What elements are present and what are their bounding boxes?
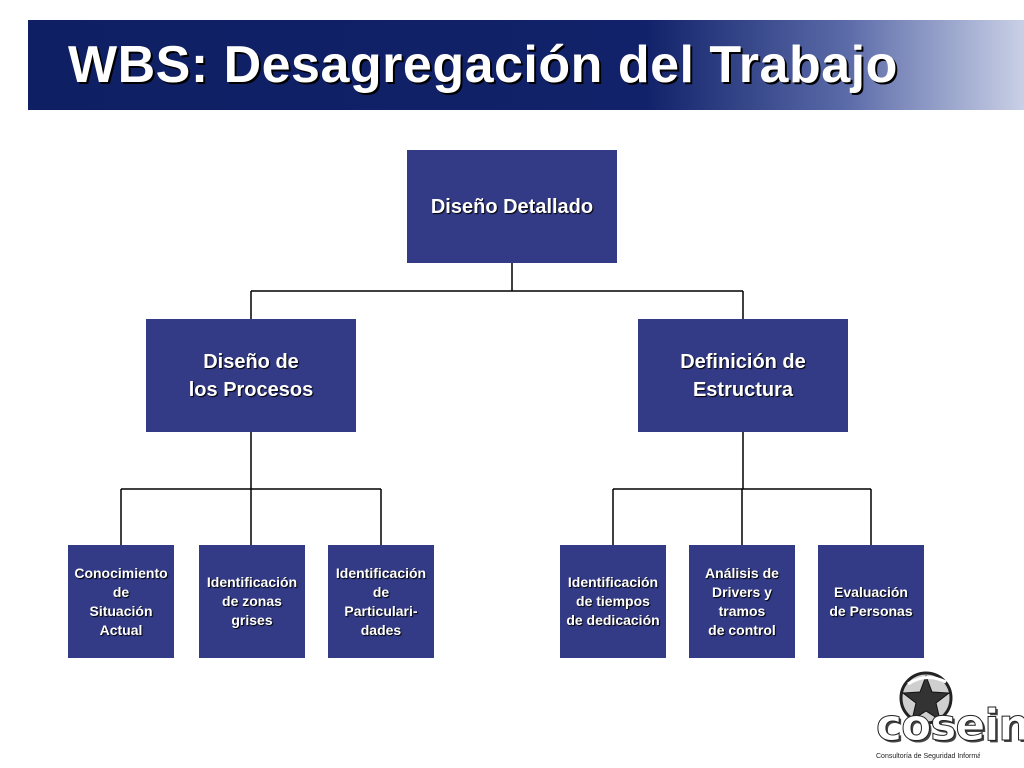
node-conocimiento-situacion: Conocimiento de Situación Actual: [68, 545, 174, 658]
node-analisis-drivers: Análisis de Drivers y tramos de control: [689, 545, 795, 658]
node-evaluacion-personas: Evaluación de Personas: [818, 545, 924, 658]
title-bar: WBS: Desagregación del Trabajo: [28, 20, 1024, 110]
node-diseno-procesos: Diseño de los Procesos: [146, 319, 356, 432]
cosein-logo-icon: [899, 671, 953, 725]
node-definicion-estructura: Definición de Estructura: [638, 319, 848, 432]
node-identificacion-tiempos: Identificación de tiempos de dedicación: [560, 545, 666, 658]
logo-tagline: Consultoría de Seguridad Informática: [876, 753, 980, 760]
logo-wordmark: cosein: [876, 700, 1024, 751]
node-identificacion-zonas-grises: Identificación de zonas grises: [199, 545, 305, 658]
node-diseno-detallado: Diseño Detallado: [407, 150, 617, 263]
node-identificacion-particularidades: Identificación de Particulari- dades: [328, 545, 434, 658]
page-title: WBS: Desagregación del Trabajo: [68, 36, 898, 94]
